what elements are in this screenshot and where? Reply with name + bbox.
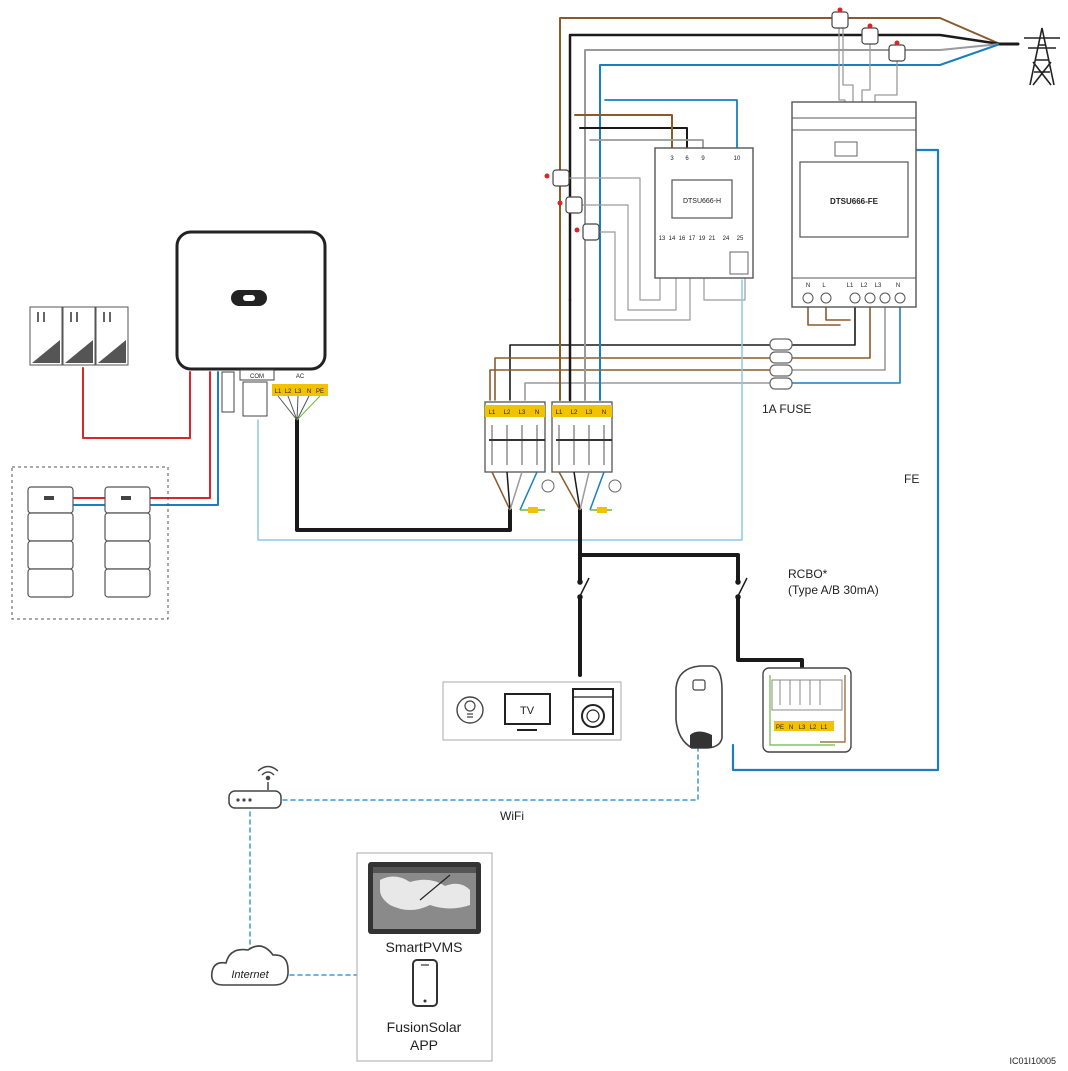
wires xyxy=(72,17,1020,976)
battery-group xyxy=(11,466,169,620)
breaker-left: L1 L2 L3 N xyxy=(484,401,546,473)
ev-terminal: PE xyxy=(776,725,784,731)
ev-terminal: L2 xyxy=(810,725,817,731)
meter1-terminal: 16 xyxy=(679,236,686,242)
meter2-terminal: L2 xyxy=(861,283,868,289)
breaker-right: L1 L2 L3 N xyxy=(551,401,613,473)
home-loads: TV xyxy=(442,681,622,741)
rcbo-label-line1: RCBO* xyxy=(788,567,828,581)
lightbulb-icon xyxy=(456,696,484,724)
meter2-bottom-terminals: N L L1 L2 L3 N xyxy=(806,283,900,289)
grid-wire-grey xyxy=(584,43,1001,301)
meter1-model-label: DTSU666-H xyxy=(683,198,721,205)
wifi-signal-icon xyxy=(257,765,279,781)
breaker-terminal: L1 xyxy=(489,410,496,416)
meter-dtsu666-fe: DTSU666-FE N L L1 L2 L3 N xyxy=(791,101,917,308)
breaker-terminal: L3 xyxy=(519,410,526,416)
inverter-ac-terminal: L1 xyxy=(275,389,282,395)
breaker-terminal: L2 xyxy=(504,410,511,416)
washing-machine-icon xyxy=(572,688,614,735)
meter2-terminal: N xyxy=(896,283,900,289)
inverter: COM AC L1 L2 L3 N PE xyxy=(175,230,328,421)
fusionsolar-label-line2: APP xyxy=(410,1037,438,1053)
meter1-terminal: 14 xyxy=(669,236,676,242)
inverter-ac-terminal: N xyxy=(307,389,311,395)
tv-label: TV xyxy=(520,705,535,717)
grid-ct-clamps xyxy=(831,7,906,62)
breaker-outgoing-wires xyxy=(491,471,612,511)
internet-cloud-icon: Internet xyxy=(210,945,289,986)
internet-label: Internet xyxy=(231,969,269,981)
meter1-terminal: 19 xyxy=(699,236,706,242)
smartpvms-screen-icon xyxy=(368,862,481,934)
fuse-label: 1A FUSE xyxy=(762,402,811,416)
ev-terminal: L3 xyxy=(799,725,806,731)
breaker-terminal: L1 xyxy=(556,410,563,416)
wifi-label: WiFi xyxy=(500,809,524,823)
rcbo-switch xyxy=(735,577,748,600)
meter1-terminal: 25 xyxy=(737,236,744,242)
smartphone-icon xyxy=(412,959,438,1007)
ev-terminal: L1 xyxy=(821,725,828,731)
pe-terminal xyxy=(597,507,607,513)
pv-panels-icon xyxy=(29,306,129,366)
inverter-ac-terminal: L2 xyxy=(285,389,292,395)
utility-pylon-icon xyxy=(1024,27,1060,86)
load-switch xyxy=(577,577,590,600)
meter1-terminal: 13 xyxy=(659,236,666,242)
inverter-ac-terminal: L3 xyxy=(295,389,302,395)
meter2-terminal: L3 xyxy=(875,283,882,289)
fe-label: FE xyxy=(904,472,919,486)
breaker-terminal: N xyxy=(535,410,539,416)
meter1-terminal: 9 xyxy=(701,156,705,162)
grid-wire-blue xyxy=(599,43,1001,301)
meter2-terminal: L1 xyxy=(847,283,854,289)
router-icon xyxy=(228,782,282,809)
ev-terminal: N xyxy=(789,725,793,731)
meter-dtsu666-h: DTSU666-H 3 6 9 10 13 14 16 17 19 21 24 … xyxy=(654,147,754,279)
grid-wire-brown xyxy=(559,17,1001,301)
breaker-terminal: L3 xyxy=(586,410,593,416)
meter1-terminal: 6 xyxy=(685,156,689,162)
ground-terminal xyxy=(541,479,555,493)
ev-charger: PE N L3 L2 L1 xyxy=(675,665,852,753)
meter1-terminal: 24 xyxy=(723,236,730,242)
ac-label: AC xyxy=(296,374,305,380)
meter1-ct-clamps xyxy=(544,169,600,241)
pe-terminal xyxy=(528,507,538,513)
inverter-ac-terminal: PE xyxy=(316,389,324,395)
fuse-group xyxy=(769,338,793,390)
meter2-terminal: N xyxy=(806,283,810,289)
meter1-terminal: 17 xyxy=(689,236,696,242)
meter1-top-terminals: 3 6 9 10 xyxy=(670,156,741,162)
apps-panel: SmartPVMS FusionSolar APP xyxy=(356,852,493,1062)
com-label: COM xyxy=(250,374,264,380)
meter1-terminal: 10 xyxy=(734,156,741,162)
meter1-terminal: 21 xyxy=(709,236,716,242)
meter1-terminal: 3 xyxy=(670,156,674,162)
grid-wire-black xyxy=(568,33,1002,302)
meter1-bottom-terminals: 13 14 16 17 19 21 24 25 xyxy=(659,236,744,242)
breaker-terminal: N xyxy=(602,410,606,416)
smartpvms-label: SmartPVMS xyxy=(385,939,462,955)
rcbo-label-line2: (Type A/B 30mA) xyxy=(788,583,879,597)
figure-id-label: IC01I10005 xyxy=(1009,1056,1056,1066)
tv-icon: TV xyxy=(504,693,551,731)
breaker-terminal: L2 xyxy=(571,410,578,416)
ground-terminal xyxy=(608,479,622,493)
meter2-model-label: DTSU666-FE xyxy=(830,197,879,206)
fusionsolar-label-line1: FusionSolar xyxy=(387,1019,462,1035)
meter2-terminal: L xyxy=(822,283,826,289)
